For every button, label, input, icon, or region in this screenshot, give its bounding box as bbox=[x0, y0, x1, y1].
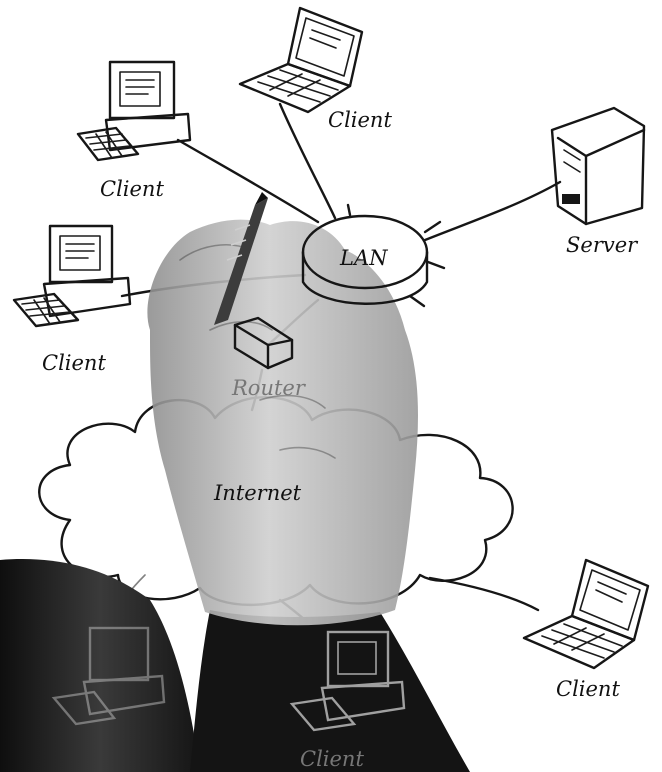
desktop-computer-icon bbox=[76, 60, 192, 162]
desktop-computer-icon bbox=[289, 630, 406, 732]
link-client1-lan bbox=[176, 138, 320, 224]
lan-hub-icon bbox=[301, 203, 446, 308]
client-label-2: Client bbox=[328, 108, 392, 132]
link-lan-server bbox=[423, 180, 562, 242]
link-client2-lan bbox=[278, 102, 337, 220]
router-label: Router bbox=[231, 376, 307, 400]
desktop-computer-icon bbox=[12, 224, 132, 328]
pen-icon bbox=[214, 192, 268, 325]
link-internet-client4 bbox=[428, 576, 540, 612]
desktop-computer-icon bbox=[51, 626, 166, 726]
server-label: Server bbox=[566, 233, 639, 257]
laptop-icon bbox=[238, 6, 364, 114]
internet-label: Internet bbox=[213, 481, 302, 505]
lan-label: LAN bbox=[339, 246, 388, 270]
client-label-3: Client bbox=[42, 351, 106, 375]
hand-illustration bbox=[0, 219, 470, 772]
router-icon bbox=[233, 316, 294, 370]
client-label-5: Client bbox=[300, 747, 364, 771]
client-label-1: Client bbox=[100, 177, 164, 201]
laptop-icon bbox=[522, 558, 650, 670]
client-label-4: Client bbox=[556, 677, 620, 701]
server-tower-icon bbox=[550, 106, 646, 226]
